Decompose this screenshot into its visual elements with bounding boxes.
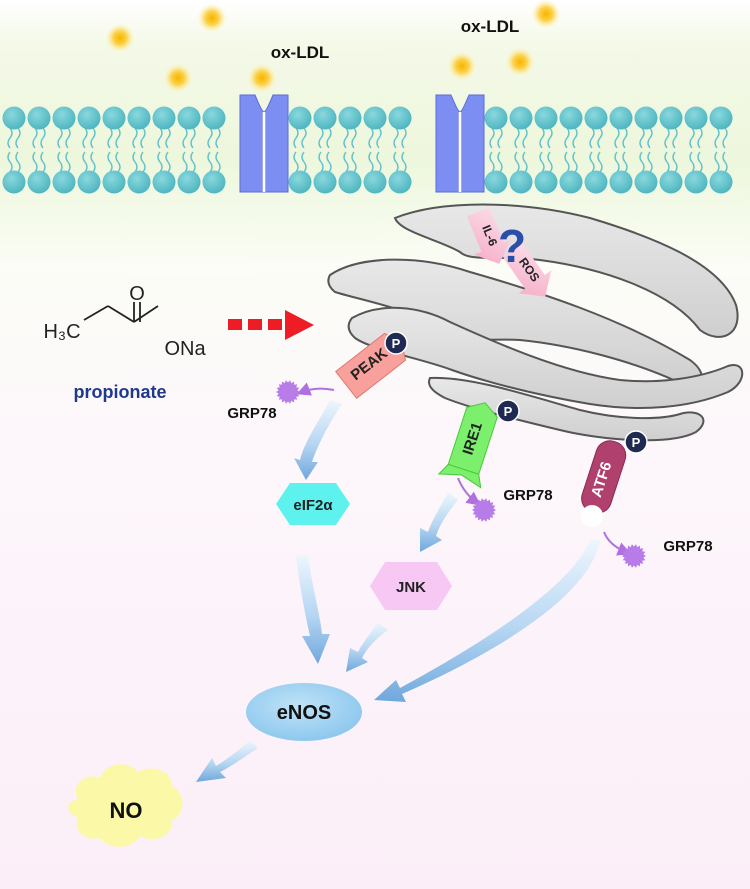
receptor-channel-left [239,94,289,193]
propionate-structure [83,302,159,323]
receptor-channel-right [435,94,485,193]
ire1-protein [437,402,498,489]
arrow-peak-to-eif2a [294,400,342,480]
atf6-cleavage [581,505,603,527]
grp78-arrow-peak [296,382,335,396]
phospho-badge-peak: P [384,331,408,355]
eif2a-node [276,483,350,525]
membrane-tails [7,127,728,173]
arrow-enos-to-no [196,740,258,782]
grp78-peak-label: GRP78 [227,405,276,422]
no-label: NO [110,798,143,823]
enos-label: eNOS [277,702,331,724]
phospho-badge-atf6: P [624,430,648,454]
phospho-peak-label: P [392,336,401,351]
grp78-atf6-label: GRP78 [663,538,712,555]
phospho-atf6-label: P [632,435,641,450]
arrow-eif2a-to-enos [296,555,330,664]
ox-ldl-particles [105,0,561,93]
arrow-jnk-to-enos [346,622,388,672]
question-mark: ? [498,220,526,272]
jnk-node [370,562,452,610]
formula-o: O [129,283,145,305]
oxldl-right-label: ox-LDL [461,17,520,36]
grp78-arrow-ire1 [457,477,481,506]
no-node [68,764,183,847]
jnk-label: JNK [396,579,426,596]
oxldl-left-label: ox-LDL [271,43,330,62]
ros-arrow [503,243,552,297]
il6-arrow [467,207,512,264]
propionate-label: propionate [74,382,167,402]
propionate-arrow [228,310,314,340]
formula-h3c: H₃C [43,321,80,343]
grp78-molecules [276,380,646,568]
arrow-atf6-to-enos [374,540,600,702]
enos-node [246,683,362,741]
grp78-arrow-atf6 [603,531,632,556]
grp78-ire1-label: GRP78 [503,487,552,504]
phospho-ire1-label: P [504,404,513,419]
phospho-badge-ire1: P [496,399,520,423]
arrow-ire1-to-jnk [420,492,458,552]
eif2a-label: eIF2α [293,497,333,514]
cell-membrane [2,106,733,194]
formula-ona: ONa [164,338,206,360]
